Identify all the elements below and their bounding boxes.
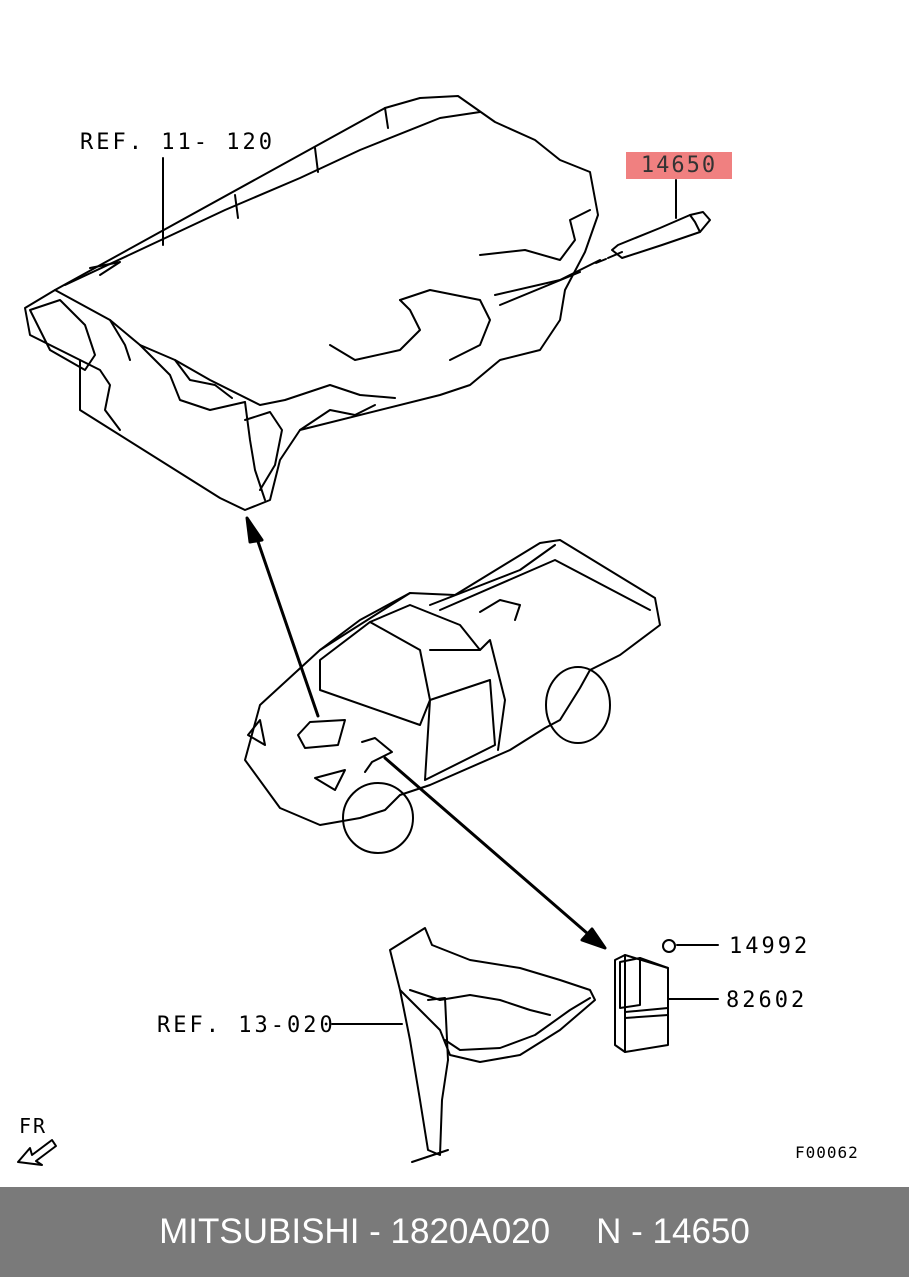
brand-part-code: MITSUBISHI - 1820A020	[159, 1212, 551, 1251]
part-14992-label[interactable]: 14992	[729, 934, 811, 959]
front-direction-label: FR	[19, 1114, 48, 1138]
part-82602-label[interactable]: 82602	[726, 988, 808, 1013]
footer-part-number: N - 14650	[596, 1212, 750, 1251]
bracket-illustration	[331, 927, 596, 1163]
glow-plug-illustration	[595, 179, 711, 264]
vehicle-illustration	[244, 539, 661, 854]
front-direction-icon	[17, 1139, 57, 1166]
ref-cylinder-head-label[interactable]: REF. 11- 120	[80, 130, 275, 155]
part-14650-label[interactable]: 14650	[626, 152, 732, 179]
location-arrows	[245, 516, 607, 950]
footer-bar: MITSUBISHI - 1820A020 N - 14650	[0, 1187, 909, 1277]
nut-illustration	[662, 939, 719, 953]
cylinder-head-illustration	[24, 95, 601, 511]
relay-illustration	[614, 954, 719, 1053]
figure-code: F00062	[795, 1143, 859, 1162]
parts-diagram	[17, 95, 719, 1166]
ref-bracket-label[interactable]: REF. 13-020	[157, 1013, 336, 1038]
